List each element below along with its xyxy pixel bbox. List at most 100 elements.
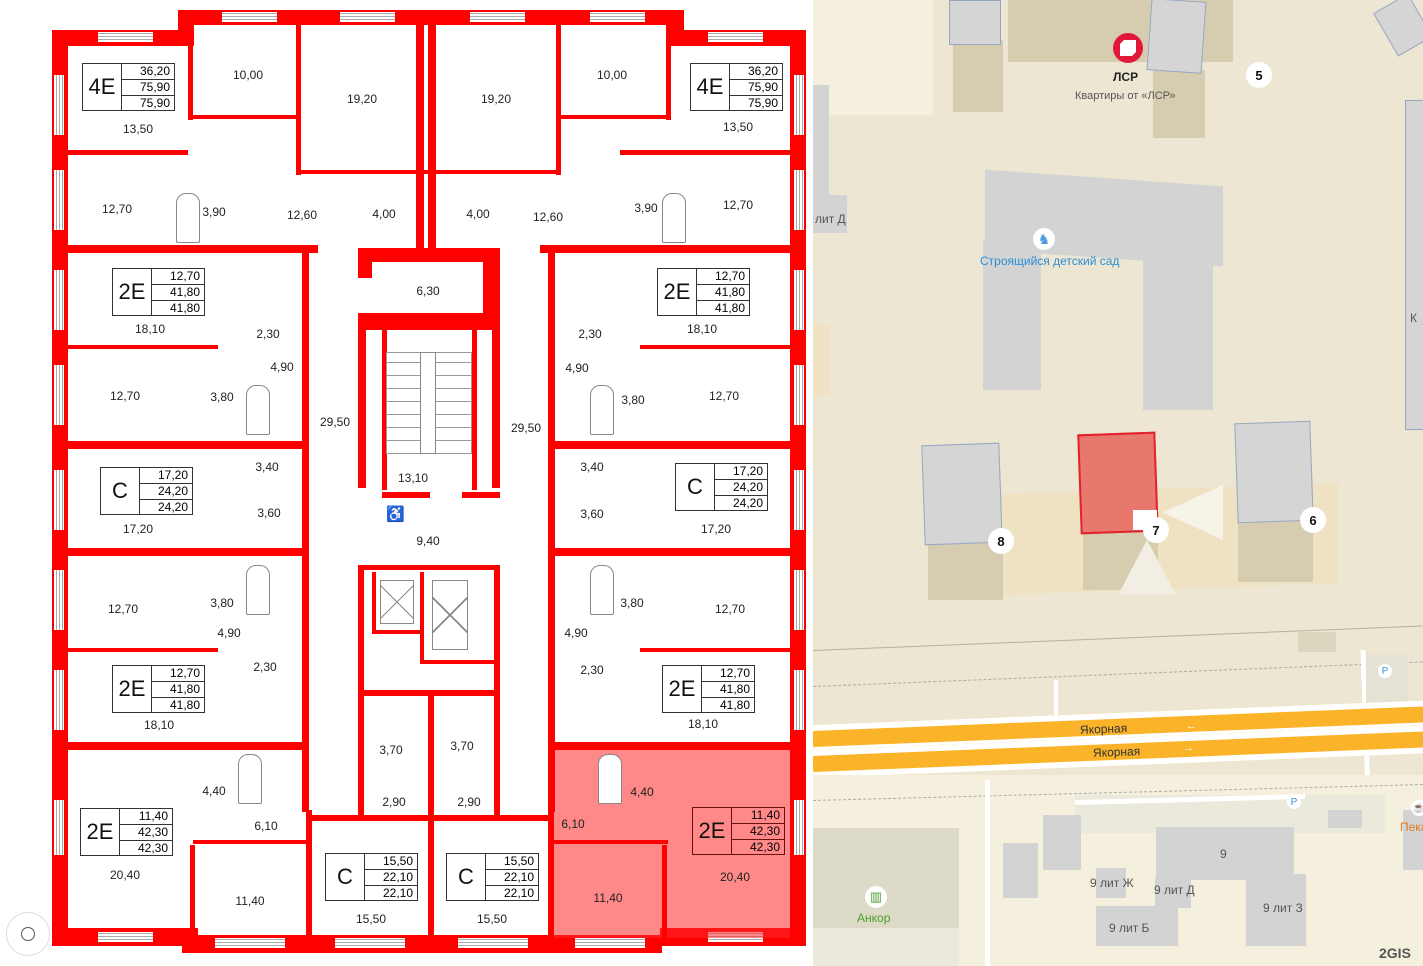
window (215, 938, 285, 948)
wall (428, 690, 434, 945)
total-area: 22,10 (486, 870, 538, 886)
room-area: 18,10 (143, 718, 175, 732)
building-8[interactable] (921, 442, 1003, 546)
corridor-area: 29,50 (319, 415, 351, 429)
wall (358, 248, 500, 262)
building-shadow (1153, 70, 1205, 138)
house-number-7[interactable]: 7 (1143, 517, 1169, 543)
building-label: 9 (1220, 847, 1227, 861)
building (813, 195, 847, 233)
living-area: 15,50 (486, 854, 538, 870)
total-area: 42,30 (120, 825, 172, 841)
poi-title[interactable]: ЛСР (1113, 70, 1139, 84)
wall (553, 742, 790, 750)
building[interactable] (1373, 0, 1423, 57)
room-area: 12,70 (109, 389, 141, 403)
building-label: К (1410, 311, 1417, 325)
building[interactable] (1146, 0, 1207, 74)
parking-icon[interactable]: P (1378, 664, 1392, 678)
wall (492, 313, 500, 488)
wall (68, 150, 188, 155)
wall (553, 548, 790, 556)
small-structure (1298, 632, 1336, 652)
house-number-8[interactable]: 8 (988, 528, 1014, 554)
window (458, 938, 528, 948)
room-area: 4,90 (217, 626, 241, 640)
ankor-building[interactable] (813, 828, 959, 928)
wall (372, 630, 422, 634)
building (813, 85, 829, 195)
parking-icon[interactable]: P (1287, 795, 1301, 809)
house-number-5[interactable]: 5 (1246, 62, 1272, 88)
compass-control[interactable] (6, 912, 50, 956)
building (1096, 906, 1178, 946)
cafe-icon[interactable]: ☕ (1411, 800, 1423, 816)
office-building-icon[interactable]: ▥ (865, 886, 887, 908)
living-area: 11,40 (732, 808, 784, 824)
apartment-type: 2E (113, 269, 152, 315)
map-panel[interactable]: ЛСР Квартиры от «ЛСР» 5 лит Д ♞ Строящий… (813, 0, 1423, 966)
window (54, 470, 64, 530)
total-area-2: 41,80 (714, 301, 745, 315)
window (708, 32, 763, 42)
kindergarten-label[interactable]: Строящийся детский сад (980, 254, 1120, 268)
building-9[interactable] (1156, 827, 1294, 880)
building-shadow (928, 540, 1003, 600)
house-number-6[interactable]: 6 (1300, 507, 1326, 533)
living-area: 36,20 (730, 64, 782, 80)
total-area: 41,80 (152, 285, 204, 301)
apartment-type: 2E (113, 666, 152, 712)
wall (553, 441, 790, 449)
poi-bakery-label[interactable]: Пека (1400, 820, 1423, 834)
total-area-2: 41,80 (719, 698, 750, 712)
wall (358, 565, 500, 570)
wall (190, 115, 300, 119)
building-6[interactable] (1234, 420, 1314, 524)
poi-subtitle: Квартиры от «ЛСР» (1075, 90, 1176, 102)
poi-ankor-label[interactable]: Анкор (857, 911, 891, 925)
2gis-logo[interactable]: 2GIS (1379, 945, 1411, 961)
bathtub-icon (176, 193, 200, 243)
wall (300, 170, 430, 174)
elevator-icon (380, 580, 414, 624)
building[interactable] (949, 0, 1001, 45)
window (54, 670, 64, 730)
kindergarten-building[interactable] (983, 240, 1041, 390)
wall (372, 572, 376, 630)
wall (662, 845, 667, 940)
room-area: 18,10 (686, 322, 718, 336)
window (794, 75, 804, 135)
total-area-2: 41,80 (169, 301, 200, 315)
living-area: 12,70 (702, 666, 754, 682)
living-area: 12,70 (152, 666, 204, 682)
wall (382, 492, 430, 498)
apartment-type: 2E (663, 666, 702, 712)
kindergarten-horse-icon[interactable]: ♞ (1033, 228, 1055, 250)
wall (553, 840, 668, 844)
living-area: 11,40 (120, 809, 172, 825)
room-area: 3,90 (634, 201, 658, 215)
lsr-logo-icon[interactable] (1113, 33, 1143, 63)
window (794, 365, 804, 425)
wall (620, 150, 790, 155)
wall (556, 25, 561, 175)
kindergarten-building[interactable] (1143, 255, 1213, 410)
total-area-2: 75,90 (139, 96, 170, 110)
window (98, 32, 153, 42)
window (590, 12, 645, 22)
bathtub-icon (662, 193, 686, 243)
room-area: 12,70 (708, 389, 740, 403)
bathtub-icon (598, 754, 622, 804)
